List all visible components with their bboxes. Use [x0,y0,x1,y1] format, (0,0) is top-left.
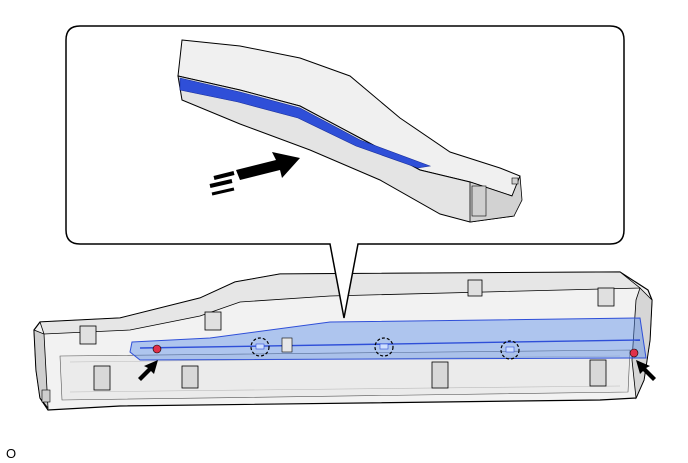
speed-line [213,171,235,180]
clip-marker-icon [250,337,270,357]
clip-marker-icon [374,337,394,357]
main-panel-right-end [631,287,653,400]
detail-molding-part [177,39,523,223]
rib-line [69,385,621,393]
main-panel-left-end [33,329,49,410]
clip-marker-centers [255,343,515,353]
molding-strip-edge [139,339,641,349]
detail-callout [65,25,625,319]
clip-marker-icon [500,340,520,360]
mounting-tab [181,365,199,389]
strip-tab [281,337,293,353]
clip-markers [250,337,520,360]
detail-molding-stripe [179,77,432,169]
mounting-tab [93,365,111,391]
mounting-tab [467,279,483,297]
detail-molding-clip [471,185,487,217]
mounting-tab [431,361,449,389]
end-clip [41,389,51,403]
pin-marker-icon [629,348,639,358]
speed-line [211,187,235,196]
main-panel [33,271,656,411]
mounting-tabs-bottom [93,359,607,391]
push-arrow-icon [636,360,656,381]
mounting-tabs-top [79,279,615,345]
mounting-tab [589,359,607,387]
mounting-tab [597,287,615,307]
pin-marker-icon [152,344,162,354]
mounting-tab [204,311,222,331]
figure-caption: O [6,446,17,461]
motion-arrow-icon [209,152,300,196]
speed-line [209,179,233,188]
mounting-tab [79,325,97,345]
push-arrow-icon [138,360,158,381]
detail-molding-tab [511,177,519,185]
